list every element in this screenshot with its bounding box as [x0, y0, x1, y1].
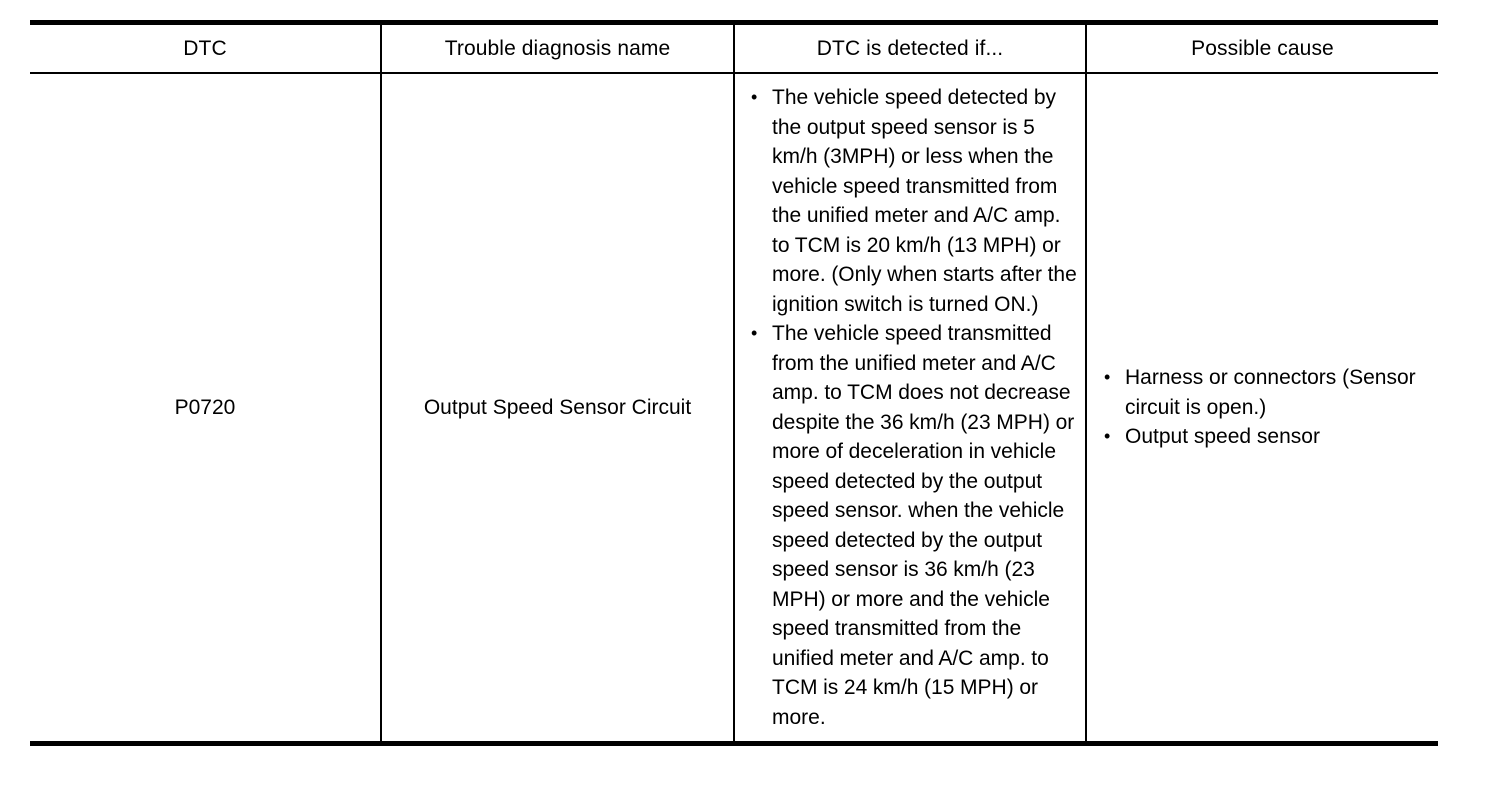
list-item: Output speed sensor [1101, 422, 1431, 452]
column-header-possible-cause: Possible cause [1085, 22, 1438, 73]
list-item: Harness or connectors (Sensor circuit is… [1101, 363, 1431, 422]
possible-cause-list: Harness or connectors (Sensor circuit is… [1101, 363, 1431, 452]
list-item: The vehicle speed transmitted from the u… [748, 319, 1078, 732]
cell-trouble-diagnosis-name: Output Speed Sensor Circuit [380, 73, 734, 744]
table-row: P0720 Output Speed Sensor Circuit The ve… [30, 73, 1438, 744]
column-header-dtc: DTC [183, 37, 227, 60]
table-header: DTC Trouble diagnosis name DTC is detect… [30, 22, 1438, 73]
detection-conditions-list: The vehicle speed detected by the output… [748, 83, 1078, 732]
column-header-trouble-diagnosis-name: Trouble diagnosis name [380, 22, 734, 73]
list-item: The vehicle speed detected by the output… [748, 83, 1078, 319]
detection-conditions-wrap: The vehicle speed detected by the output… [735, 74, 1085, 741]
column-header-dtc-is-detected-if: DTC is detected if... [733, 22, 1086, 73]
table-body: P0720 Output Speed Sensor Circuit The ve… [30, 73, 1438, 744]
cell-possible-cause: Harness or connectors (Sensor circuit is… [1085, 73, 1438, 744]
table-header-row: DTC Trouble diagnosis name DTC is detect… [30, 22, 1438, 73]
cell-dtc-code: P0720 [174, 395, 236, 419]
dtc-diagnosis-table: DTC Trouble diagnosis name DTC is detect… [30, 20, 1438, 746]
possible-cause-wrap: Harness or connectors (Sensor circuit is… [1087, 359, 1438, 456]
cell-detection-conditions: The vehicle speed detected by the output… [733, 73, 1086, 744]
